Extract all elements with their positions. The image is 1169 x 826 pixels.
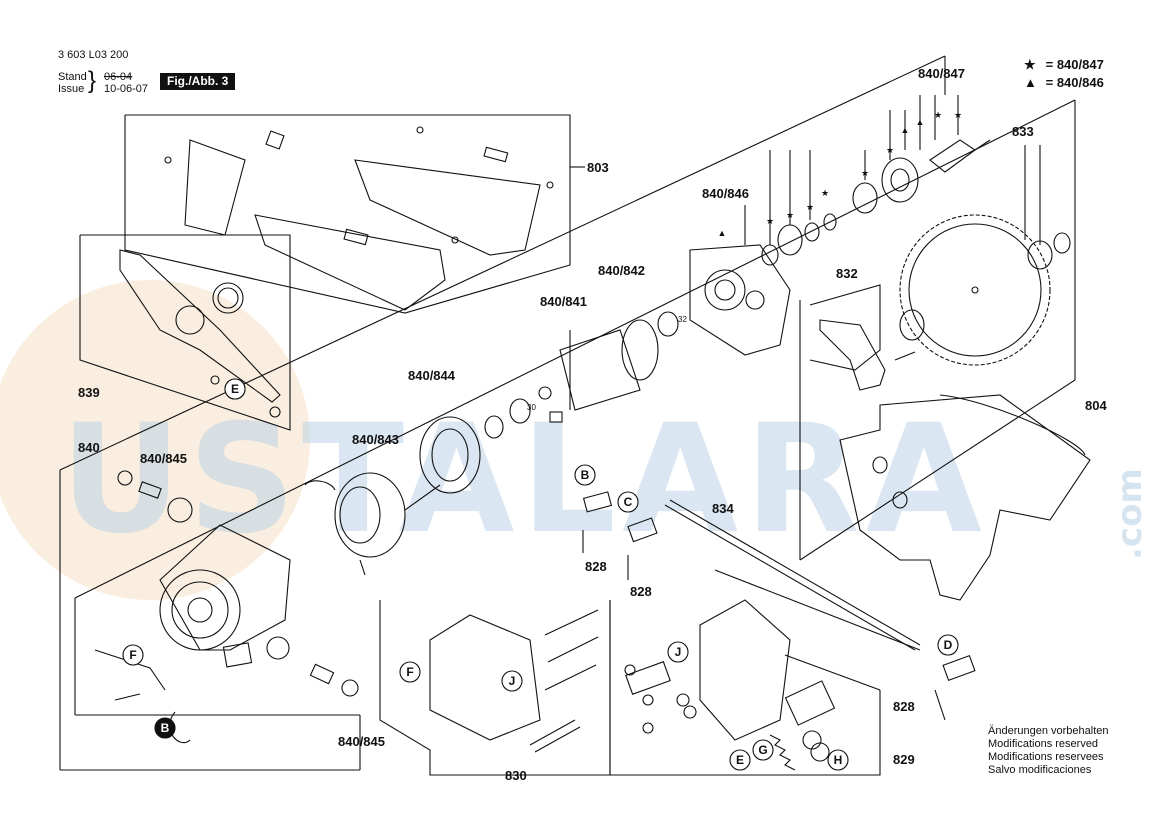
callout-830: 830 [505,768,527,783]
num-32: 32 [678,315,687,324]
star-icon: ★ [886,145,894,155]
callout-labels: 803 839 840 840/845 840/845 840/843 840/… [78,66,1107,783]
triangle-icon: ▲ [916,117,925,127]
note-en: Modifications reserved [988,738,1099,750]
lower-guard [839,394,1091,601]
callout-833: 833 [1012,124,1034,139]
label-c-1: C [624,495,633,509]
note-es: Salvo modificaciones [988,764,1092,776]
callout-840: 840 [78,440,100,455]
marker-f-1 [122,644,144,666]
letter-markers [122,378,959,771]
note-fr: Modifications reservees [988,751,1104,763]
bracket-832 [809,284,916,391]
label-e-1: E [231,382,239,396]
bearing-shield [419,398,531,494]
callout-828-b: 828 [630,584,652,599]
issue-date: 10-06-07 [104,83,149,95]
callout-803: 803 [587,160,609,175]
callout-839: 839 [78,385,100,400]
stand-date: 06-04 [104,71,133,83]
label-f-2: F [406,665,413,679]
callout-840-843: 840/843 [352,432,399,447]
note-de: Änderungen vorbehalten [988,725,1109,737]
callout-828-c: 828 [893,699,915,714]
legend-star-text: = 840/847 [1045,57,1104,72]
stator [304,472,441,576]
callout-840-841: 840/841 [540,294,587,309]
marker-b-2 [574,464,596,486]
gear-housing [689,244,791,356]
marker-j-1 [501,670,523,692]
star-icon: ★ [861,168,869,178]
label-j-2: J [675,645,682,659]
rod-834 [664,499,921,651]
armature [538,311,679,423]
legend-triangle: ▲ = 840/846 [1024,75,1104,90]
bracket-829 [609,569,921,776]
marker-g-1 [752,739,774,761]
callout-840-847: 840/847 [918,66,965,81]
marker-d-1 [937,634,959,656]
label-j-1: J [509,674,516,688]
marker-f-2 [399,661,421,683]
label-b-2: B [581,468,590,482]
star-icon: ★ [766,216,774,226]
triangle-icon: ▲ [901,125,910,135]
clamps [582,491,976,721]
star-icon: ★ [954,110,962,120]
figure-badge: Fig./Abb. 3 [160,73,236,90]
label-e-2: E [736,753,744,767]
label-g-1: G [758,743,767,757]
label-f-1: F [129,648,136,662]
star-icon: ★ [934,110,942,120]
star-icon: ★ [806,202,814,212]
small-numbers: 32 30 [527,315,687,412]
marker-e-1 [224,378,246,400]
num-30: 30 [527,403,536,412]
callout-840-845-bottom: 840/845 [338,734,385,749]
marker-e-2 [729,749,751,771]
tag-symbols: ★ ★ ★ ★ ★ ★ ★ ★ ▲ ▲ ▲ [718,110,963,238]
triangle-icon: ▲ [718,228,727,238]
callout-840-844: 840/844 [408,368,456,383]
callout-840-842: 840/842 [598,263,645,278]
marker-c-1 [617,491,639,513]
callout-840-845-top: 840/845 [140,451,187,466]
label-b-1: B [161,721,170,735]
marker-b-1 [154,717,176,739]
star-icon: ★ [821,188,829,198]
callout-834: 834 [712,501,734,516]
triangle-icon: ▲ [1024,75,1037,90]
label-d-1: D [944,638,953,652]
guard-assembly [124,114,585,314]
callout-832: 832 [836,266,858,281]
star-icon: ★ [1024,57,1036,72]
legend-triangle-text: = 840/846 [1045,75,1104,90]
callout-840-846: 840/846 [702,186,749,201]
label-h-1: H [834,753,843,767]
stand-label: Stand [58,71,87,83]
marker-h-1 [827,749,849,771]
legend-star: ★ = 840/847 [1024,57,1104,73]
frame-lines [59,55,1076,771]
gear-train [744,95,991,266]
brace: } [88,67,97,94]
callout-804: 804 [1085,398,1107,413]
issue-label: Issue [58,83,85,95]
callout-829: 829 [893,752,915,767]
callout-828-a: 828 [585,559,607,574]
watermark-ring [0,280,310,600]
marker-j-2 [667,641,689,663]
saw-blade [899,145,1071,366]
motor-housing [94,470,359,744]
star-icon: ★ [786,210,794,220]
watermark-text: USTALARA [60,393,988,567]
riving-bracket [79,234,291,431]
part-number: 3 603 L03 200 [58,49,129,61]
letter-labels: E F B B C D F J J E G H [129,382,952,767]
